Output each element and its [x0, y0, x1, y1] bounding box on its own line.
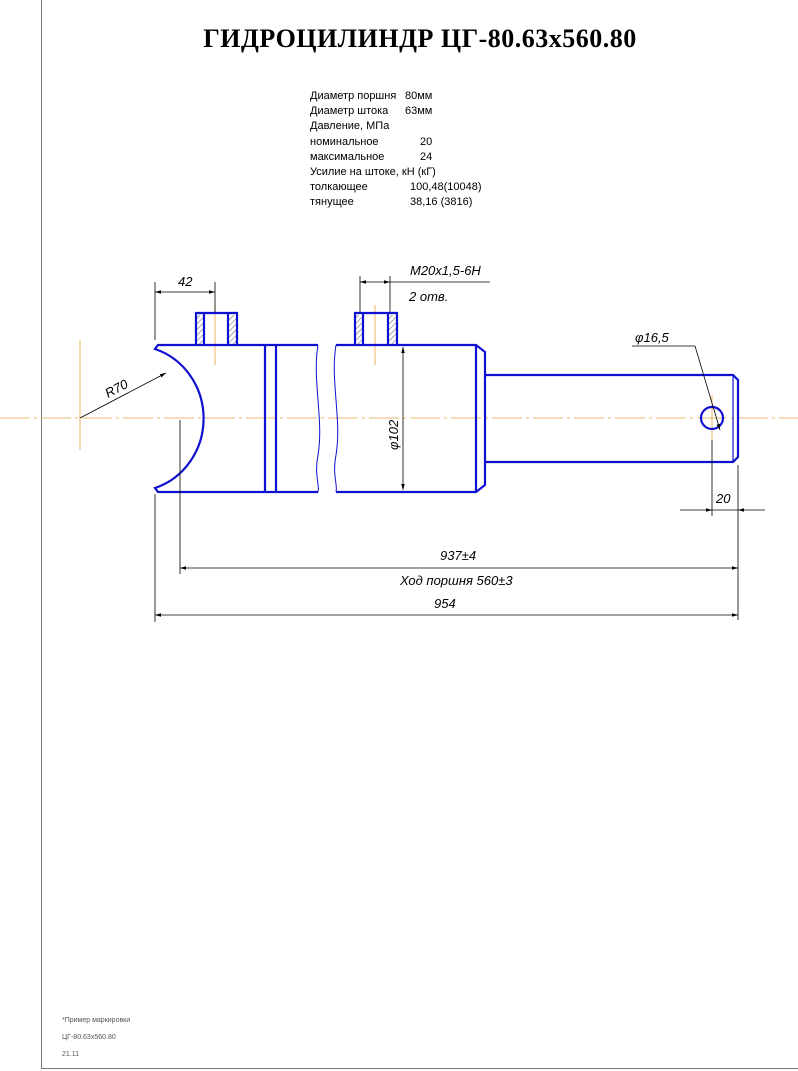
dim-body-diameter: φ102 [386, 419, 401, 450]
spec-value: 100,48(10048) [410, 181, 482, 194]
dim-length-937: 937±4 [440, 548, 476, 563]
dimensions [79, 276, 765, 622]
break-line-left [315, 344, 321, 493]
dim-hole-diameter: φ16,5 [635, 330, 670, 345]
spec-label: тянущее [310, 196, 354, 209]
spec-value: 80мм [405, 90, 433, 102]
dim-radius: R70 [102, 376, 131, 401]
spec-label: номинальное [310, 135, 379, 148]
dim-stroke: Ход поршня 560±3 [399, 573, 513, 588]
dim-port-offset: 42 [178, 274, 193, 289]
spec-row: Диаметр поршня 80мм [310, 89, 482, 104]
dim-thread-count: 2 отв. [408, 289, 448, 304]
dim-length-954: 954 [434, 596, 456, 611]
spec-value: 63мм [405, 105, 433, 118]
spec-row: Усилие на штоке, кН (кГ) [310, 165, 482, 180]
spec-row: максимальное 24 [310, 150, 482, 165]
break-line-right [333, 344, 339, 493]
rod-eye-hole [699, 405, 725, 431]
marking-date: 21.11 [62, 1051, 79, 1058]
spec-row: Диаметр штока 63мм [310, 104, 482, 119]
piston-rod [485, 373, 740, 464]
marking-title: *Пример маркировки [62, 1017, 131, 1024]
spec-row: Давление, МПа [310, 119, 482, 134]
spec-label: толкающее [310, 181, 368, 194]
cylinder-right-body [336, 343, 487, 494]
spec-label: Усилие на штоке, кН (кГ) [310, 166, 436, 179]
marking-notes: *Пример маркировки ЦГ-80.63х560.80 21.11 [62, 1012, 130, 1063]
port-left [194, 311, 239, 345]
spec-label: Диаметр поршня [310, 90, 397, 102]
port-right-hatch [355, 315, 363, 345]
port-left-hatch [196, 315, 204, 345]
spec-row: толкающее 100,48(10048) [310, 180, 482, 195]
spec-label: Диаметр штока [310, 105, 389, 118]
dim-hole-offset: 20 [715, 491, 731, 506]
spec-label: Давление, МПа [310, 120, 390, 133]
spec-value: 38,16 (3816) [410, 196, 473, 209]
cylinder-outline [153, 311, 740, 494]
sheet-frame [41, 0, 798, 1069]
spec-value: 24 [420, 150, 433, 163]
port-right [353, 311, 399, 345]
spec-label: максимальное [310, 150, 385, 163]
spec-row: тянущее 38,16 (3816) [310, 195, 482, 210]
spec-value: 20 [420, 135, 433, 148]
cylinder-left-body [153, 343, 318, 494]
spec-row: номинальное 20 [310, 135, 482, 150]
dim-thread: M20x1,5-6H [410, 263, 481, 278]
drawing-title: ГИДРОЦИЛИНДР ЦГ-80.63х560.80 [203, 24, 637, 53]
marking-code: ЦГ-80.63х560.80 [62, 1034, 116, 1041]
